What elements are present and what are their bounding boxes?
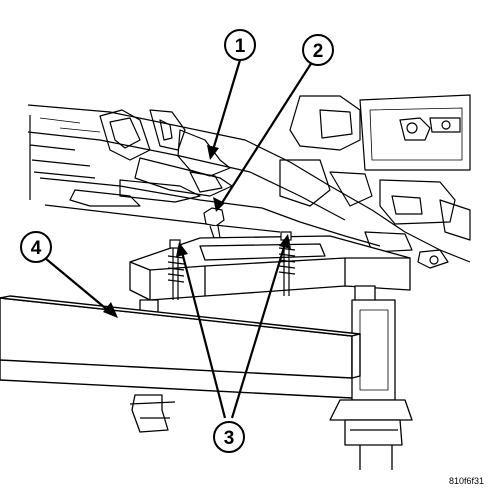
figure-code: 810f6f31 xyxy=(449,476,484,486)
callout-3-label: 3 xyxy=(224,428,235,449)
arrowheads xyxy=(103,145,291,318)
vehicle-underbody xyxy=(27,94,471,269)
support-beam xyxy=(0,295,361,399)
mounting-bolt xyxy=(203,207,225,239)
callout-4-label: 4 xyxy=(31,238,42,259)
transmission-jack xyxy=(129,235,413,470)
callout-1-label: 1 xyxy=(235,36,246,57)
callout-2: 2 xyxy=(302,34,334,66)
callout-2-label: 2 xyxy=(313,41,324,62)
leader-lines xyxy=(44,59,313,419)
callout-1: 1 xyxy=(224,29,256,61)
callout-4: 4 xyxy=(20,231,52,263)
callout-3: 3 xyxy=(213,421,245,453)
